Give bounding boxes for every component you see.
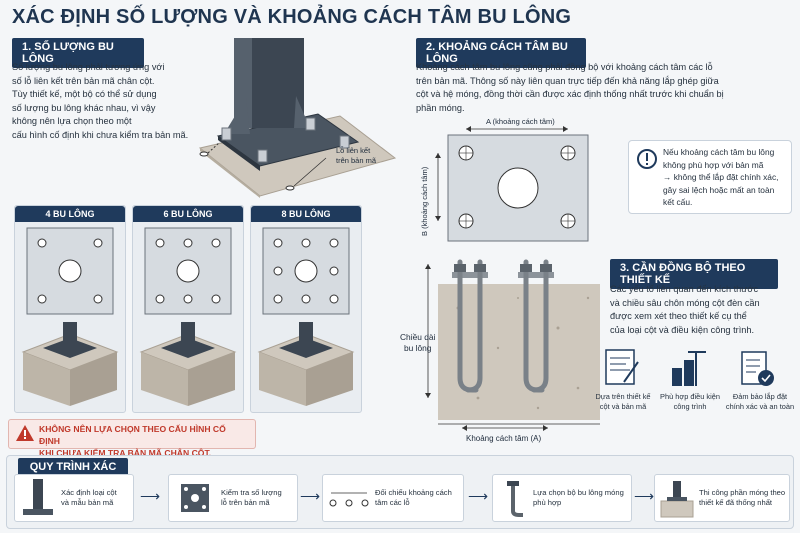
warning-line: KHI CHƯA KIỂM TRA BẢN MÃ CHÂN CỘT. bbox=[39, 448, 212, 458]
section2-paragraph: Khoảng cách tâm bu lông cũng phải đồng b… bbox=[416, 61, 796, 115]
info-line: không phù hợp với bản mã bbox=[663, 159, 764, 170]
process-step-1: Xác định loại cột và mẫu bản mã bbox=[14, 474, 134, 522]
section2-line: phần móng. bbox=[416, 102, 465, 113]
exclamation-icon bbox=[637, 149, 657, 169]
process-step-5: Thi công phần móng theo thiết kế đã thốn… bbox=[654, 474, 790, 522]
panel-8-bolts: 8 BU LÔNG bbox=[250, 205, 362, 413]
info-line: → không thể lắp đặt chính xác, bbox=[663, 172, 779, 182]
icon-label-line: cột và bản mã bbox=[599, 402, 647, 411]
section3-line: được xem xét theo thiết kế cụ thể bbox=[610, 311, 747, 321]
info-line: Nếu khoảng cách tâm bu lông bbox=[663, 147, 775, 157]
process-step-4: Lựa chọn bộ bu lông móng phù hợp bbox=[492, 474, 632, 522]
section3-line: của loại cột và điều kiện công trình. bbox=[610, 324, 755, 335]
construction-icon bbox=[672, 351, 706, 386]
bolt-hole-callout: Lỗ liên kết trên bản mã bbox=[336, 146, 376, 165]
callout-line: Lỗ liên kết bbox=[336, 146, 371, 155]
section3-paragraph: Các yếu tố liên quan đến kích thước và c… bbox=[610, 283, 796, 337]
spacing-dimension-line bbox=[462, 425, 548, 431]
section1-line: Tùy thiết kế, một bộ có thể sử dụng bbox=[12, 89, 157, 99]
step-line: Xác định loại cột bbox=[61, 487, 117, 497]
column-icon bbox=[23, 479, 53, 515]
step-line: Lựa chọn bộ bu lông móng bbox=[533, 487, 624, 497]
icon-label-line: Dựa trên thiết kế bbox=[595, 392, 651, 401]
step-text: Xác định loại cột và mẫu bản mã bbox=[61, 488, 117, 509]
section1-paragraph: Số lượng bu lông phải tương ứng với số l… bbox=[12, 61, 207, 142]
icon-label-line: Đảm bảo lắp đặt bbox=[732, 392, 788, 401]
icon-label: Phù hợp điều kiện công trình bbox=[658, 392, 722, 412]
arrow-right-icon: ⟶ bbox=[468, 488, 489, 504]
arrow-right-icon: ⟶ bbox=[300, 488, 321, 504]
info-line: kết cấu. bbox=[663, 197, 693, 207]
panel-4-bolts: 4 BU LÔNG bbox=[14, 205, 126, 413]
plate-spacing-diagram bbox=[435, 126, 589, 242]
hole-spacing-icon bbox=[329, 492, 369, 507]
bolt-length-line: Chiều dài bbox=[400, 332, 436, 342]
checklist-icon bbox=[741, 351, 774, 386]
step-line: lỗ trên bản mã bbox=[221, 498, 270, 507]
step-line: phù hợp bbox=[533, 498, 562, 507]
page-title: XÁC ĐỊNH SỐ LƯỢNG VÀ KHOẢNG CÁCH TÂM BU … bbox=[12, 6, 572, 28]
icon-label-line: chính xác và an toàn bbox=[725, 402, 795, 411]
info-line: gây sai lệch hoặc mất an toàn bbox=[663, 184, 775, 195]
info-box: Nếu khoảng cách tâm bu lông không phù hợ… bbox=[628, 140, 792, 214]
step-text: Thi công phần móng theo thiết kế đã thốn… bbox=[699, 488, 785, 509]
plate-8-bolts-diagram bbox=[257, 227, 355, 406]
panel-heading: 8 BU LÔNG bbox=[251, 206, 361, 222]
plate-4-bolts-diagram bbox=[21, 227, 119, 406]
section2-line: cột và hệ móng, đồng thời cần được xác đ… bbox=[416, 89, 724, 99]
bolt-length-line: bu lông bbox=[403, 343, 432, 353]
plate-holes-icon bbox=[181, 484, 209, 512]
warning-banner: KHÔNG NÊN LỰA CHỌN THEO CẤU HÌNH CỐ ĐỊNH… bbox=[8, 419, 256, 458]
section3-line: và chiều sâu chôn móng cột đèn cần bbox=[610, 297, 760, 308]
icon-label-line: công trình bbox=[673, 402, 707, 411]
step-text: Kiểm tra số lượng lỗ trên bản mã bbox=[221, 488, 282, 509]
step-text: Đối chiếu khoảng cách tâm các lỗ bbox=[375, 488, 452, 509]
step-line: Kiểm tra số lượng bbox=[221, 487, 282, 497]
step-line: Thi công phần móng theo bbox=[699, 487, 786, 497]
section3-heading: 3. CẦN ĐỒNG BỘ THEO THIẾT KẾ bbox=[610, 259, 778, 289]
blueprint-icon bbox=[605, 349, 639, 385]
section2-line: trên bản mã. Thông số này liên quan trực… bbox=[416, 75, 719, 86]
step-line: tâm các lỗ bbox=[375, 498, 410, 507]
section1-line: số lượng bu lông khác nhau, vì vậy bbox=[12, 102, 156, 113]
anchor-bolt-section bbox=[438, 259, 600, 425]
arrow-right-icon: ⟶ bbox=[634, 488, 655, 504]
dimension-b-label: B (khoảng cách tâm) bbox=[420, 166, 429, 236]
process-step-2: Kiểm tra số lượng lỗ trên bản mã bbox=[168, 474, 298, 522]
section1-line: không nên lựa chọn theo một bbox=[12, 116, 132, 126]
panel-6-bolts: 6 BU LÔNG bbox=[132, 205, 244, 413]
section1-heading: 1. SỐ LƯỢNG BU LÔNG bbox=[12, 38, 144, 68]
bolt-length-dimension bbox=[425, 264, 431, 398]
bolt-length-label: Chiều dài bu lông bbox=[400, 332, 435, 354]
section3-line: Các yếu tố liên quan đến kích thước bbox=[610, 284, 759, 294]
panel-heading: 4 BU LÔNG bbox=[15, 206, 125, 222]
spacing-label: Khoảng cách tâm (A) bbox=[466, 434, 542, 443]
dimension-a-label: A (khoảng cách tâm) bbox=[486, 117, 555, 126]
step-line: và mẫu bản mã bbox=[61, 498, 114, 507]
step-line: Đối chiếu khoảng cách bbox=[375, 487, 452, 497]
icon-label: Dựa trên thiết kế cột và bản mã bbox=[592, 392, 654, 412]
section1-line: Số lượng bu lông phải tương ứng với bbox=[12, 62, 165, 72]
step-line: thiết kế đã thống nhất bbox=[699, 498, 773, 507]
icon-label-line: Phù hợp điều kiện bbox=[660, 392, 720, 401]
arrow-right-icon: ⟶ bbox=[140, 488, 161, 504]
section2-line: Khoảng cách tâm bu lông cũng phải đồng b… bbox=[416, 62, 713, 72]
column-base-illustration bbox=[198, 38, 397, 198]
section1-line: số lỗ liên kết trên bản mã chân cột. bbox=[12, 75, 155, 86]
anchor-bolt-icon bbox=[507, 481, 523, 517]
panel-heading: 6 BU LÔNG bbox=[133, 206, 243, 222]
warning-line: KHÔNG NÊN LỰA CHỌN THEO CẤU HÌNH CỐ ĐỊNH bbox=[39, 424, 226, 446]
icon-label: Đảm bảo lắp đặt chính xác và an toàn bbox=[722, 392, 798, 412]
process-step-3: Đối chiếu khoảng cách tâm các lỗ bbox=[322, 474, 464, 522]
plate-6-bolts-diagram bbox=[139, 227, 237, 406]
foundation-icon bbox=[660, 481, 694, 518]
warning-icon bbox=[16, 425, 34, 441]
section1-line: cấu hình cố định khi chưa kiểm tra bản m… bbox=[12, 129, 189, 140]
section2-heading: 2. KHOẢNG CÁCH TÂM BU LÔNG bbox=[416, 38, 586, 68]
callout-line: trên bản mã bbox=[336, 155, 377, 165]
step-text: Lựa chọn bộ bu lông móng phù hợp bbox=[533, 488, 624, 509]
